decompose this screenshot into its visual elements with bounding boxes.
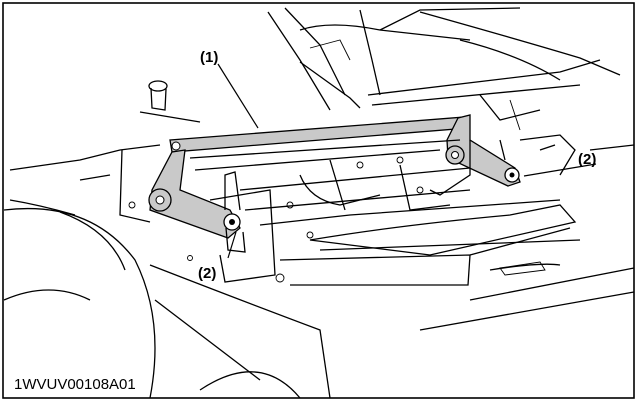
center-mechanism: [189, 94, 635, 286]
seat-background: [267, 7, 621, 111]
right-linkage-arm: [429, 114, 521, 196]
front-panel: [149, 264, 635, 399]
control-lever: [139, 80, 201, 123]
leader-lines: [217, 63, 597, 259]
callout-label-2-right: (2): [578, 151, 596, 168]
callout-label-2-left: (2): [198, 265, 216, 282]
left-linkage-arm: [148, 149, 285, 283]
wheel-left: [3, 207, 156, 399]
callout-label-1: (1): [200, 49, 218, 66]
figure-id: 1WVUV00108A01: [14, 376, 136, 393]
